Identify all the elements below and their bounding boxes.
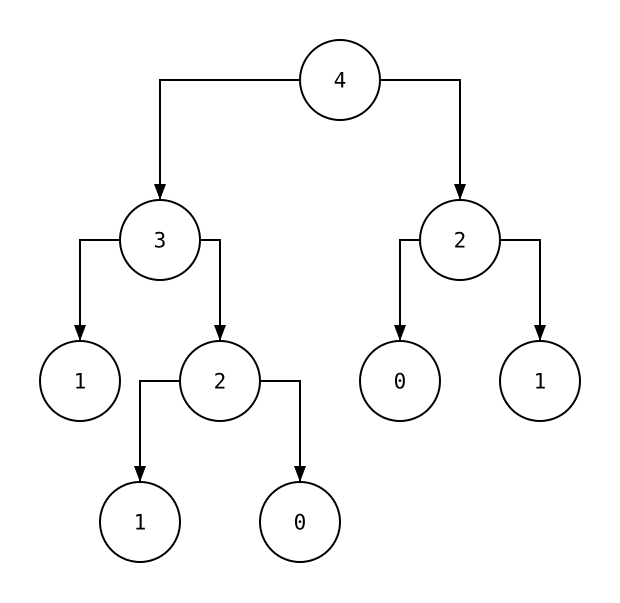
tree-node-r-r: 1	[499, 340, 581, 422]
tree-node-label: 1	[74, 369, 87, 393]
tree-node-r-l: 0	[359, 340, 441, 422]
tree-node-label: 0	[394, 369, 407, 393]
tree-edge-r-to-r-l	[394, 239, 420, 341]
tree-node-circle	[499, 340, 581, 422]
tree-node-l-r-l: 1	[99, 481, 181, 563]
tree-node-l: 3	[119, 199, 201, 281]
tree-node-circle	[119, 199, 201, 281]
tree-node-l-r: 2	[179, 340, 261, 422]
tree-node-label: 1	[134, 510, 147, 534]
tree-node-label: 2	[214, 369, 227, 393]
tree-edge-root-to-l	[154, 79, 300, 200]
tree-node-circle	[39, 340, 121, 422]
tree-node-circle	[179, 340, 261, 422]
tree-edge-r-to-r-r	[500, 239, 546, 341]
tree-edge-l-r-to-l-r-l	[134, 380, 180, 482]
tree-node-l-r-r: 0	[259, 481, 341, 563]
tree-edge-root-to-r	[380, 79, 466, 200]
tree-node-circle	[259, 481, 341, 563]
tree-node-label: 0	[294, 510, 307, 534]
tree-node-label: 2	[454, 228, 467, 252]
tree-node-label: 3	[154, 228, 167, 252]
tree-node-root: 4	[299, 39, 381, 121]
tree-node-circle	[419, 199, 501, 281]
tree-node-l-l: 1	[39, 340, 121, 422]
tree-node-circle	[99, 481, 181, 563]
tree-edge-l-r-to-l-r-r	[260, 380, 306, 482]
tree-edge-l-to-l-r	[200, 239, 226, 341]
tree-node-label: 4	[334, 68, 347, 92]
tree-node-circle	[299, 39, 381, 121]
tree-edge-l-to-l-l	[74, 239, 120, 341]
tree-node-circle	[359, 340, 441, 422]
tree-node-label: 1	[534, 369, 547, 393]
tree-node-r: 2	[419, 199, 501, 281]
